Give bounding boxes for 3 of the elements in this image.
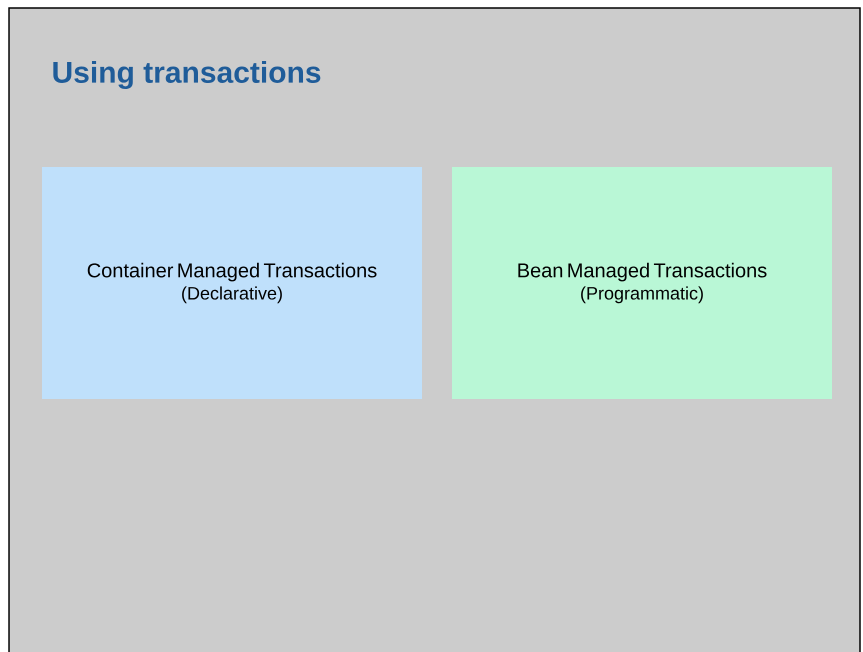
category-box: Container Managed Transactions (Declarative) xyxy=(42,167,422,399)
slide-title: Using transactions xyxy=(53,60,320,90)
category-box: Bean Managed Transactions (Programmatic) xyxy=(452,167,832,399)
